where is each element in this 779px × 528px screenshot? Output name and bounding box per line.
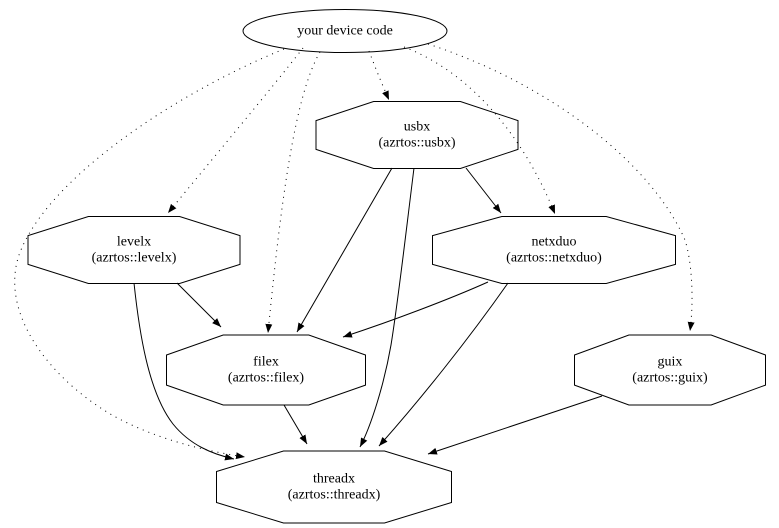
octagon-node-shape [166,334,366,406]
node-label-filex-line2: (azrtos::filex) [228,371,305,386]
edge-device_code-to-usbx [368,50,390,101]
node-label-levelx-line2: (azrtos::levelx) [92,251,177,266]
node-label-usbx-line2: (azrtos::usbx) [379,136,456,151]
edge-device_code-to-levelx [167,47,304,214]
node-levelx: levelx(azrtos::levelx) [27,216,241,284]
node-label-threadx-line1: threadx [313,472,355,487]
edge-usbx-to-filex [296,167,393,333]
node-label-guix-line1: guix [658,355,683,370]
node-filex: filex(azrtos::filex) [166,334,366,406]
node-label-netxduo-line2: (azrtos::netxduo) [506,251,602,266]
node-threadx: threadx(azrtos::threadx) [216,450,452,524]
node-label-filex-line1: filex [253,355,279,370]
edge-device_code-to-threadx [14,48,285,460]
octagon-node-shape [315,101,519,169]
octagon-node-shape [574,334,766,406]
node-label-guix-line2: (azrtos::guix) [632,371,708,386]
node-netxduo: netxduo(azrtos::netxduo) [432,216,676,284]
edge-usbx-to-threadx [359,167,415,448]
edge-guix-to-threadx [427,395,603,455]
node-usbx: usbx(azrtos::usbx) [315,101,519,169]
node-label-usbx-line1: usbx [404,120,430,135]
octagon-node-shape [27,216,241,284]
node-device_code: your device code [242,9,448,53]
ellipse-node-shape [242,9,448,53]
edge-filex-to-threadx [283,404,308,445]
octagon-node-shape [216,450,452,524]
octagon-node-shape [432,216,676,284]
node-label-threadx-line2: (azrtos::threadx) [288,488,381,503]
edge-netxduo-to-threadx [378,282,509,447]
edge-usbx-to-netxduo [465,167,502,214]
edge-levelx-to-threadx [133,282,235,461]
node-guix: guix(azrtos::guix) [574,334,766,406]
node-label-levelx-line1: levelx [117,235,151,250]
node-label-netxduo-line1: netxduo [531,235,576,250]
edge-netxduo-to-filex [342,281,489,338]
edge-levelx-to-filex [176,282,222,328]
node-label-device_code-line1: your device code [297,24,393,39]
